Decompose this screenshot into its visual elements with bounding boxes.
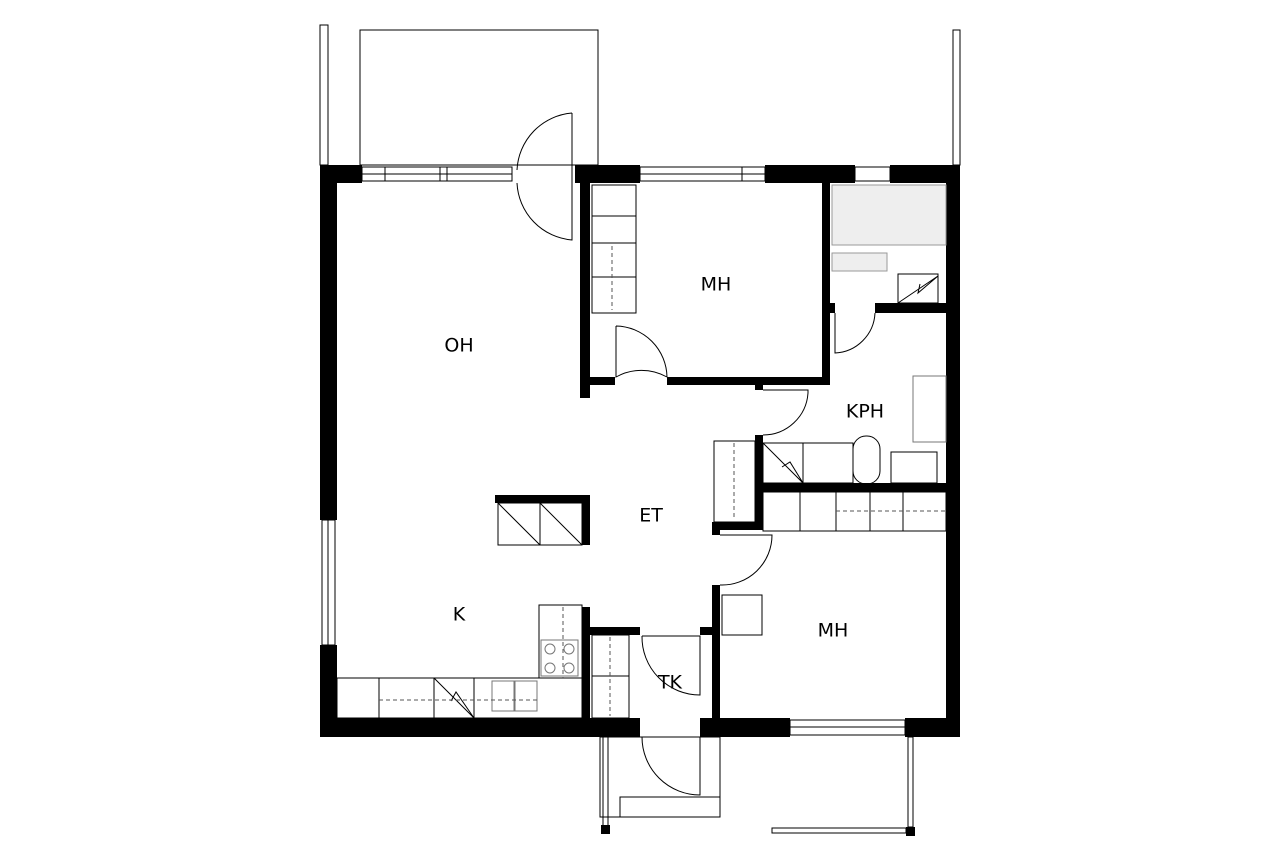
balcony [319, 24, 961, 166]
room-label-mh-south: MH [818, 620, 849, 642]
room-label-tk: TK [657, 672, 683, 694]
room-label-et: ET [639, 505, 663, 527]
room-label-kph: KPH [846, 401, 884, 423]
windows [321, 166, 906, 736]
room-label-oh: OH [444, 335, 473, 357]
doors [516, 112, 876, 818]
interior-walls [495, 183, 946, 718]
sauna-bench [831, 184, 947, 304]
exterior-walls [320, 165, 960, 737]
room-label-mh-north: MH [701, 274, 732, 296]
fixtures [336, 184, 947, 836]
room-label-k: K [453, 604, 466, 626]
